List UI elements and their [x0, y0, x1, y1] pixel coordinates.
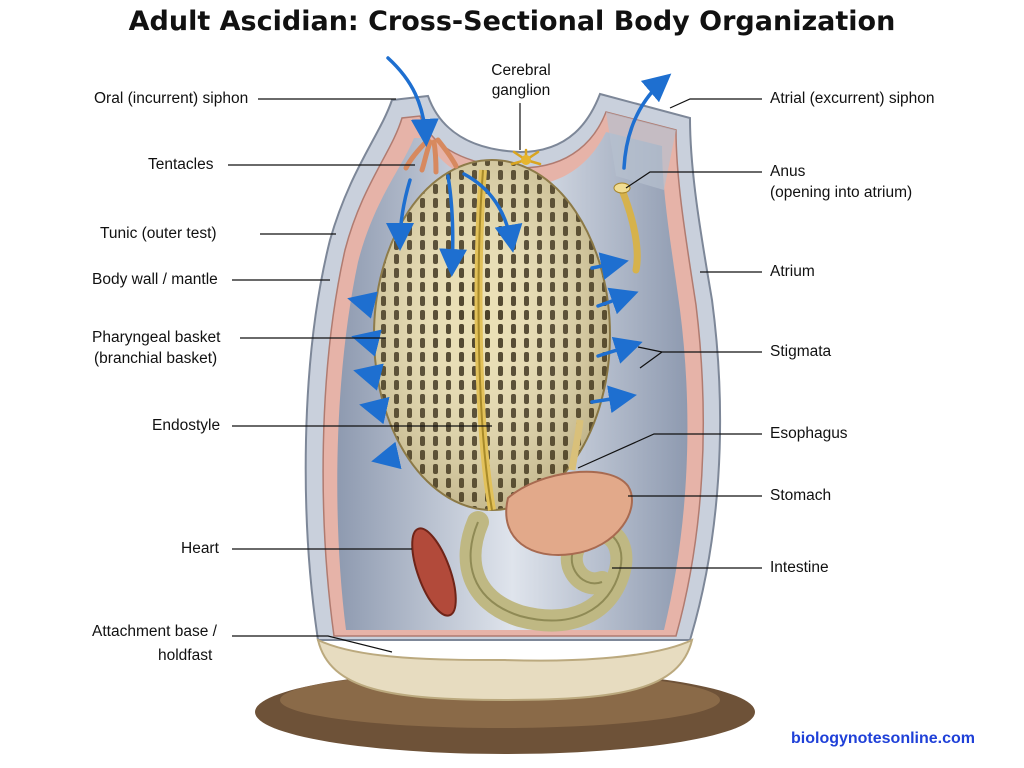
label-oral-siphon: Oral (incurrent) siphon	[94, 90, 249, 107]
label-heart: Heart	[181, 540, 219, 557]
diagram-title: Adult Ascidian: Cross-Sectional Body Org…	[128, 6, 896, 37]
label-pharyngeal-basket-sub: (branchial basket)	[94, 350, 218, 367]
label-cerebral-ganglion: Cerebral	[491, 62, 551, 79]
label-stigmata: Stigmata	[770, 343, 832, 360]
esophagus-shape	[568, 419, 584, 471]
label-holdfast: holdfast	[158, 647, 213, 664]
heart-shape	[411, 527, 457, 617]
label-cerebral-ganglion-sub: ganglion	[491, 82, 551, 99]
label-endostyle: Endostyle	[152, 417, 221, 434]
stomach-shape	[505, 470, 633, 556]
label-anus-sub: (opening into atrium)	[770, 184, 913, 201]
label-esophagus: Esophagus	[770, 425, 848, 442]
water-flow-arrows	[347, 56, 672, 470]
label-pharyngeal-basket: Pharyngeal basket	[92, 329, 221, 346]
label-intestine: Intestine	[770, 559, 829, 576]
label-anus: Anus	[770, 163, 806, 180]
label-body-wall: Body wall / mantle	[92, 271, 218, 288]
label-stomach: Stomach	[770, 487, 832, 504]
label-tentacles: Tentacles	[148, 156, 214, 173]
label-atrial-siphon: Atrial (excurrent) siphon	[770, 90, 935, 107]
label-tunic: Tunic (outer test)	[100, 225, 217, 242]
leader-lines	[228, 98, 762, 653]
anus-shape	[618, 186, 641, 274]
watermark: biologynotesonline.com	[791, 730, 976, 747]
label-atrium: Atrium	[770, 263, 815, 280]
label-attachment-base: Attachment base /	[92, 623, 217, 640]
base-shape	[316, 638, 694, 702]
